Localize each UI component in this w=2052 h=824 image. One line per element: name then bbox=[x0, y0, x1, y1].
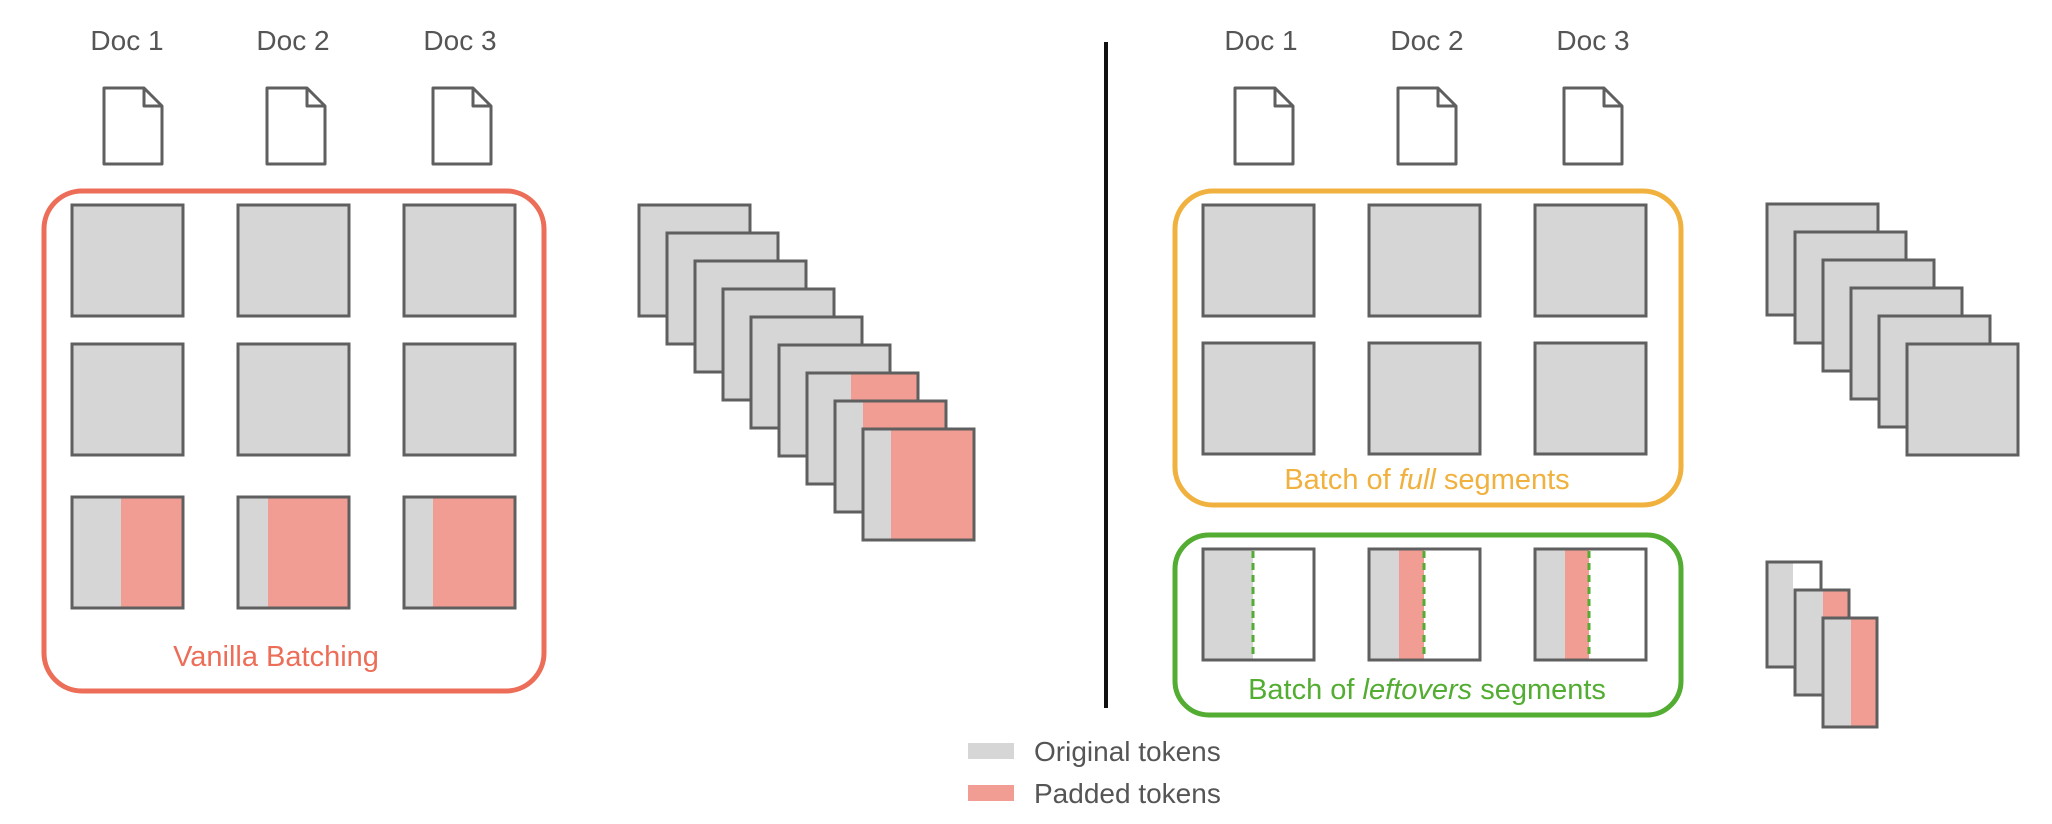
left-doc-3-icon bbox=[431, 86, 493, 166]
leftovers-label-emph: leftovers bbox=[1363, 674, 1473, 706]
legend: Original tokens Padded tokens bbox=[968, 736, 1221, 809]
stack-padded-segment bbox=[861, 427, 976, 542]
leftovers-batch-frame bbox=[1172, 532, 1684, 718]
right-doc-2-label: Doc 2 bbox=[1390, 25, 1463, 56]
left-padded-segment-doc3 bbox=[402, 495, 517, 610]
leftover-segment-doc2 bbox=[1367, 547, 1482, 662]
left-segment-doc2-2 bbox=[236, 342, 351, 457]
leftover-stack-segment bbox=[1821, 616, 1879, 729]
legend-padded-label: Padded tokens bbox=[1034, 778, 1221, 809]
leftover-segment-doc3 bbox=[1533, 547, 1648, 662]
left-segment-doc3-1 bbox=[402, 203, 517, 318]
full-label-emph: full bbox=[1399, 464, 1438, 496]
legend-original-swatch bbox=[968, 743, 1014, 759]
left-segment-doc1-1 bbox=[70, 203, 185, 318]
right-panel: Doc 1 Doc 2 Doc 3 Batch of full segments bbox=[1172, 25, 1684, 718]
leftovers-label-suffix: segments bbox=[1472, 674, 1606, 706]
full-segment-doc1-2 bbox=[1201, 341, 1316, 456]
full-segment-doc3-2 bbox=[1533, 341, 1648, 456]
left-doc-1-label: Doc 1 bbox=[90, 25, 163, 56]
vanilla-batch-frame bbox=[41, 188, 547, 694]
left-doc-2-label: Doc 2 bbox=[256, 25, 329, 56]
right-doc-3-label: Doc 3 bbox=[1556, 25, 1629, 56]
right-doc-3-icon bbox=[1562, 86, 1624, 166]
legend-padded-swatch bbox=[968, 785, 1014, 801]
leftovers-batch-label: Batch of leftovers segments bbox=[1248, 674, 1606, 706]
full-stack-segment bbox=[1905, 342, 2020, 457]
left-panel: Doc 1 Doc 2 Doc 3 bbox=[41, 25, 547, 694]
left-segment-doc3-2 bbox=[402, 342, 517, 457]
vanilla-batching-label: Vanilla Batching bbox=[173, 641, 379, 673]
full-segment-doc3-1 bbox=[1533, 203, 1648, 318]
leftovers-batch-stack bbox=[1765, 560, 1879, 729]
left-doc-1-icon bbox=[102, 86, 164, 166]
left-segment-doc1-2 bbox=[70, 342, 185, 457]
leftovers-label-prefix: Batch of bbox=[1248, 674, 1362, 706]
full-batch-stack bbox=[1765, 202, 2020, 457]
full-segment-doc1-1 bbox=[1201, 203, 1316, 318]
left-doc-3-label: Doc 3 bbox=[423, 25, 496, 56]
full-segment-doc2-2 bbox=[1367, 341, 1482, 456]
left-doc-2-icon bbox=[265, 86, 327, 166]
right-doc-2-icon bbox=[1396, 86, 1458, 166]
full-batch-label: Batch of full segments bbox=[1284, 464, 1569, 496]
leftover-segment-doc1 bbox=[1201, 547, 1316, 662]
left-padded-segment-doc2 bbox=[236, 495, 351, 610]
full-label-suffix: segments bbox=[1436, 464, 1570, 496]
right-doc-1-icon bbox=[1233, 86, 1295, 166]
left-padded-segment-doc1 bbox=[70, 495, 185, 610]
full-label-prefix: Batch of bbox=[1284, 464, 1398, 496]
full-batch-frame bbox=[1172, 188, 1684, 508]
right-doc-1-label: Doc 1 bbox=[1224, 25, 1297, 56]
left-segment-doc2-1 bbox=[236, 203, 351, 318]
full-segment-doc2-1 bbox=[1367, 203, 1482, 318]
legend-original-label: Original tokens bbox=[1034, 736, 1221, 767]
vanilla-batch-stack bbox=[637, 203, 976, 542]
